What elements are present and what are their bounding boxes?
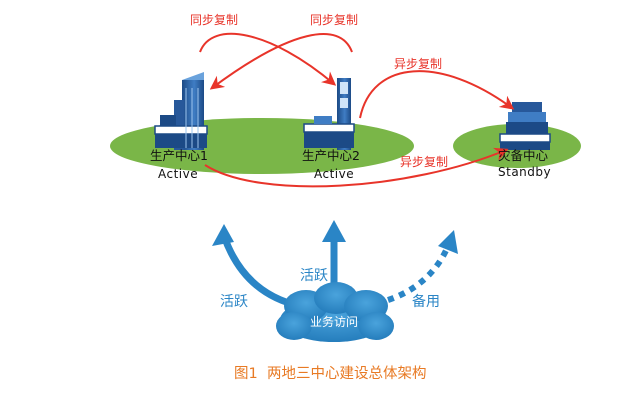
datacenter-2-status: Active — [314, 167, 354, 181]
cloud-label: 业务访问 — [310, 314, 358, 329]
sync-label-left: 同步复制 — [190, 13, 238, 27]
async-label-top: 异步复制 — [394, 57, 442, 71]
async-arrow-top — [359, 70, 515, 119]
standby-center-name: 灾备中心 — [498, 148, 549, 163]
access-label-left: 活跃 — [220, 294, 248, 310]
access-label-right: 备用 — [412, 293, 440, 310]
datacenter-1-name: 生产中心1 — [150, 148, 208, 163]
sync-label-right: 同步复制 — [310, 13, 358, 27]
access-arrow-right-dashed — [387, 244, 451, 303]
standby-center-status: Standby — [498, 165, 551, 179]
async-arrow-bottom — [204, 147, 509, 188]
business-access-cloud — [276, 282, 394, 342]
standby-center-icon — [499, 102, 551, 150]
datacenter-2-icon — [303, 78, 355, 150]
datacenter-1-icon — [154, 72, 208, 150]
figure-caption: 图1 两地三中心建设总体架构 — [234, 365, 426, 382]
sync-arrow-to-dc1 — [209, 33, 353, 90]
datacenter-1-status: Active — [158, 167, 198, 181]
async-label-bottom: 异步复制 — [400, 155, 448, 169]
access-label-center: 活跃 — [300, 268, 328, 284]
sync-arrow-to-dc2 — [199, 32, 337, 86]
datacenter-2-name: 生产中心2 — [302, 148, 360, 163]
